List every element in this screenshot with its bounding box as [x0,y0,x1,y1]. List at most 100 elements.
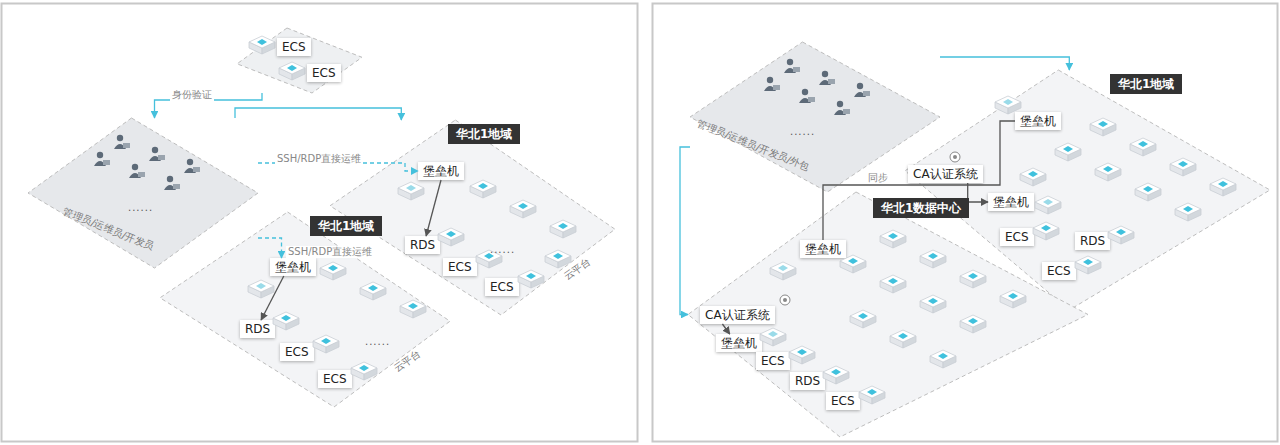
server-icon [351,362,377,380]
icon-top [770,262,796,274]
server-icon [880,275,906,293]
dots-text: ...... [790,126,815,137]
server-icon [279,62,305,80]
icon-top [273,312,299,324]
person-icon [114,135,130,149]
icon-mark [778,265,788,271]
icon-mark [867,389,877,395]
icon-mark [797,349,807,355]
label-text: RDS [410,238,435,252]
icon-top [1035,196,1061,208]
dots-text: ...... [490,244,515,255]
person-icon [94,152,110,166]
server-icon [789,346,815,364]
server-icon [248,280,274,298]
resource-label: ECS [443,258,477,276]
server-icon [1095,163,1121,181]
person-head [837,101,843,107]
person-laptop [103,160,110,165]
server-icon [313,335,339,353]
server-icon [850,310,876,328]
person-laptop [193,167,200,172]
icon-mark [526,273,536,279]
label-text: ECS [761,354,785,368]
server-icon [273,312,299,330]
bastion-label: 堡垒机 [988,193,1034,211]
outline-shape [160,212,450,407]
label-text: 堡垒机 [721,336,757,350]
icon-mark [928,253,938,259]
resource-label: ECS [826,392,860,410]
resource-label: RDS [790,372,825,390]
icon-top [1095,163,1121,175]
label-text: ECS [831,394,855,408]
icon-top [1075,256,1101,268]
person-icon [764,77,780,91]
icon-mark [888,278,898,284]
icon-mark [1008,293,1018,299]
icon-top [890,330,916,342]
resource-label: RDS [405,236,440,254]
text-anchor: 华北1地域 [310,215,382,236]
server-icon [960,270,986,288]
server-icon [770,262,796,280]
outline-shape [237,28,362,93]
icon-mark [1138,141,1148,147]
icon-mark [484,253,494,259]
icon-top [470,180,496,192]
label-text: CA认证系统 [705,308,770,322]
dots-text: ...... [365,336,390,347]
server-icon [1135,183,1161,201]
icon-top [1000,290,1026,302]
label-text: ECS [490,280,514,294]
text-anchor: 华北1地域 [1110,73,1182,94]
label-text: ECS [1005,230,1029,244]
label-text: ECS [323,372,347,386]
icon-top [248,280,274,292]
user-group: 管理员/运维员/开发员...... [28,118,258,268]
tag-text: 华北1地域 [310,216,382,236]
server-icon [823,366,849,384]
icon-mark [553,253,563,259]
icon-top [249,36,275,48]
server-icon [1000,290,1026,308]
icon-top [1020,168,1046,180]
icon-top [1135,183,1161,195]
icon-top [545,250,571,262]
icon-top [351,362,377,374]
icon-mark [1041,225,1051,231]
dots-text: ...... [128,202,153,213]
person-laptop [828,79,835,84]
icon-mark [928,298,938,304]
icon-mark [558,223,568,229]
server-icon [1055,143,1081,161]
person-icon [784,59,800,73]
icon-top [850,310,876,322]
edge-label: 身份验证 [170,89,214,101]
icon-mark [446,231,456,237]
server-icon [1035,196,1061,214]
icon-top [880,230,906,242]
edge-label-anchor: SSH/RDP直接运维 [286,240,374,259]
person-head [117,135,123,141]
person-icon [149,147,165,161]
person-head [802,89,808,95]
person-laptop [773,85,780,90]
person-head [152,147,158,153]
icon-mark [359,365,369,371]
icon-top [1055,143,1081,155]
label-text: CA认证系统 [913,167,978,181]
icon-mark [1218,181,1228,187]
server-icon [438,228,464,246]
person-head [767,77,773,83]
icon-top [930,350,956,362]
icon-mark [888,233,898,239]
icon-mark [938,353,948,359]
icon-mark [858,313,868,319]
icon-mark [1143,186,1153,192]
icon-mark [968,318,978,324]
bastion-label: 堡垒机 [270,258,316,276]
ecs-panel: ECSECS [237,28,362,93]
icon-top [840,255,866,267]
label-text: 堡垒机 [805,242,841,256]
